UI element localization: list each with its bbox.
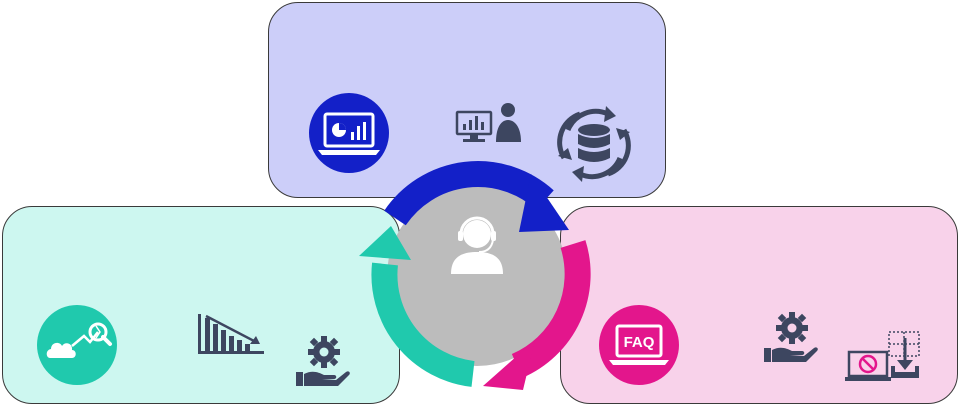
hand-gear-icon (296, 336, 350, 386)
teal-cycle-arrow (359, 226, 475, 387)
magenta-cycle-arrow (483, 240, 591, 390)
laptop-faq-icon: FAQ (599, 305, 679, 385)
cloud-search-icon (37, 305, 117, 385)
blue-cycle-arrow (384, 161, 569, 232)
declining-bar-chart-icon (198, 314, 264, 354)
faq-label: FAQ (624, 334, 655, 351)
hand-gear-icon-right (764, 312, 818, 362)
cycle-hub (359, 161, 591, 390)
person-at-dashboard-icon (455, 103, 521, 142)
database-sync-icon (557, 106, 631, 182)
blocked-download-icon (845, 331, 920, 381)
laptop-analytics-icon (309, 93, 389, 173)
support-agent-headset-icon (451, 216, 503, 274)
